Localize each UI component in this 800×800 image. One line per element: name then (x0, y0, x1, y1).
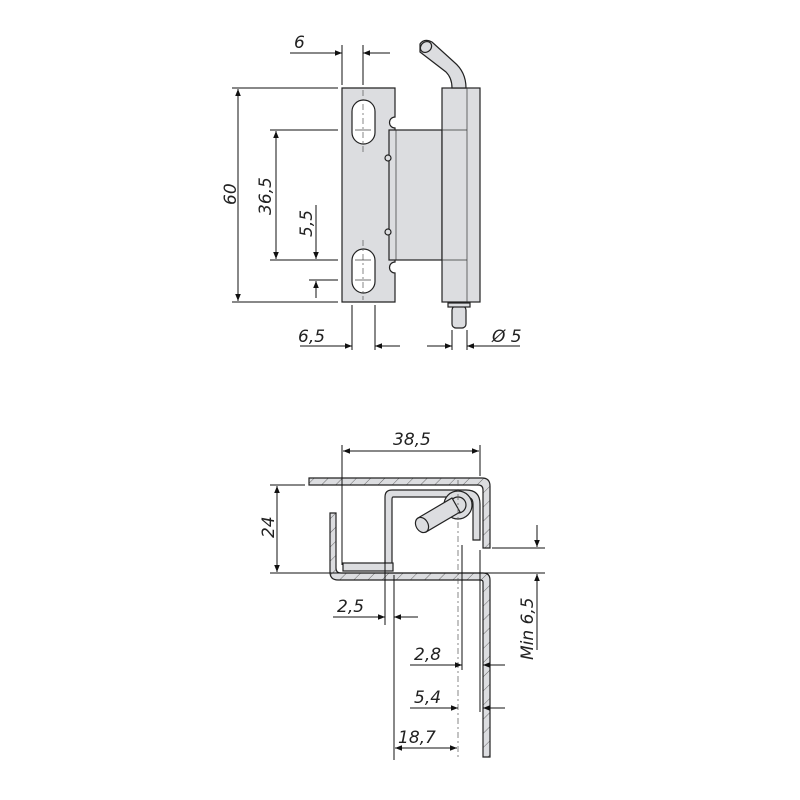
dim-6: 6 (294, 33, 305, 53)
slot-bottom (351, 248, 376, 294)
inner-leaf-base (342, 562, 394, 572)
pin-bottom (451, 305, 467, 329)
dim-36-5: 36,5 (256, 177, 276, 215)
slot-top (351, 99, 376, 145)
top-flange (308, 477, 491, 549)
front-view (341, 39, 481, 329)
dim-60: 60 (221, 183, 241, 205)
bottom-z-profile (329, 512, 491, 758)
hinge-barrel (441, 87, 481, 303)
dim-24: 24 (259, 516, 279, 538)
section-view-dimensions: 38,5 24 2,5 Min 6,5 2,8 5,4 18,7 (259, 430, 545, 760)
section-view (308, 477, 491, 758)
spring-pin-handle (419, 39, 467, 89)
dim-min-6-5: Min 6,5 (518, 597, 538, 660)
dim-2-5: 2,5 (337, 597, 364, 617)
dim-6-5: 6,5 (298, 327, 325, 347)
dim-pin-diameter: Ø 5 (491, 327, 522, 347)
dim-38-5: 38,5 (393, 430, 431, 450)
dim-5-5: 5,5 (297, 210, 317, 237)
hinge-knuckle-plate (388, 129, 443, 261)
dim-5-4: 5,4 (414, 688, 441, 708)
dim-18-7: 18,7 (398, 728, 436, 748)
dim-2-8: 2,8 (414, 645, 441, 665)
hinge-leaf-plate (341, 87, 396, 303)
front-view-dimensions: 6 60 36,5 5,5 6,5 Ø 5 (221, 33, 522, 350)
